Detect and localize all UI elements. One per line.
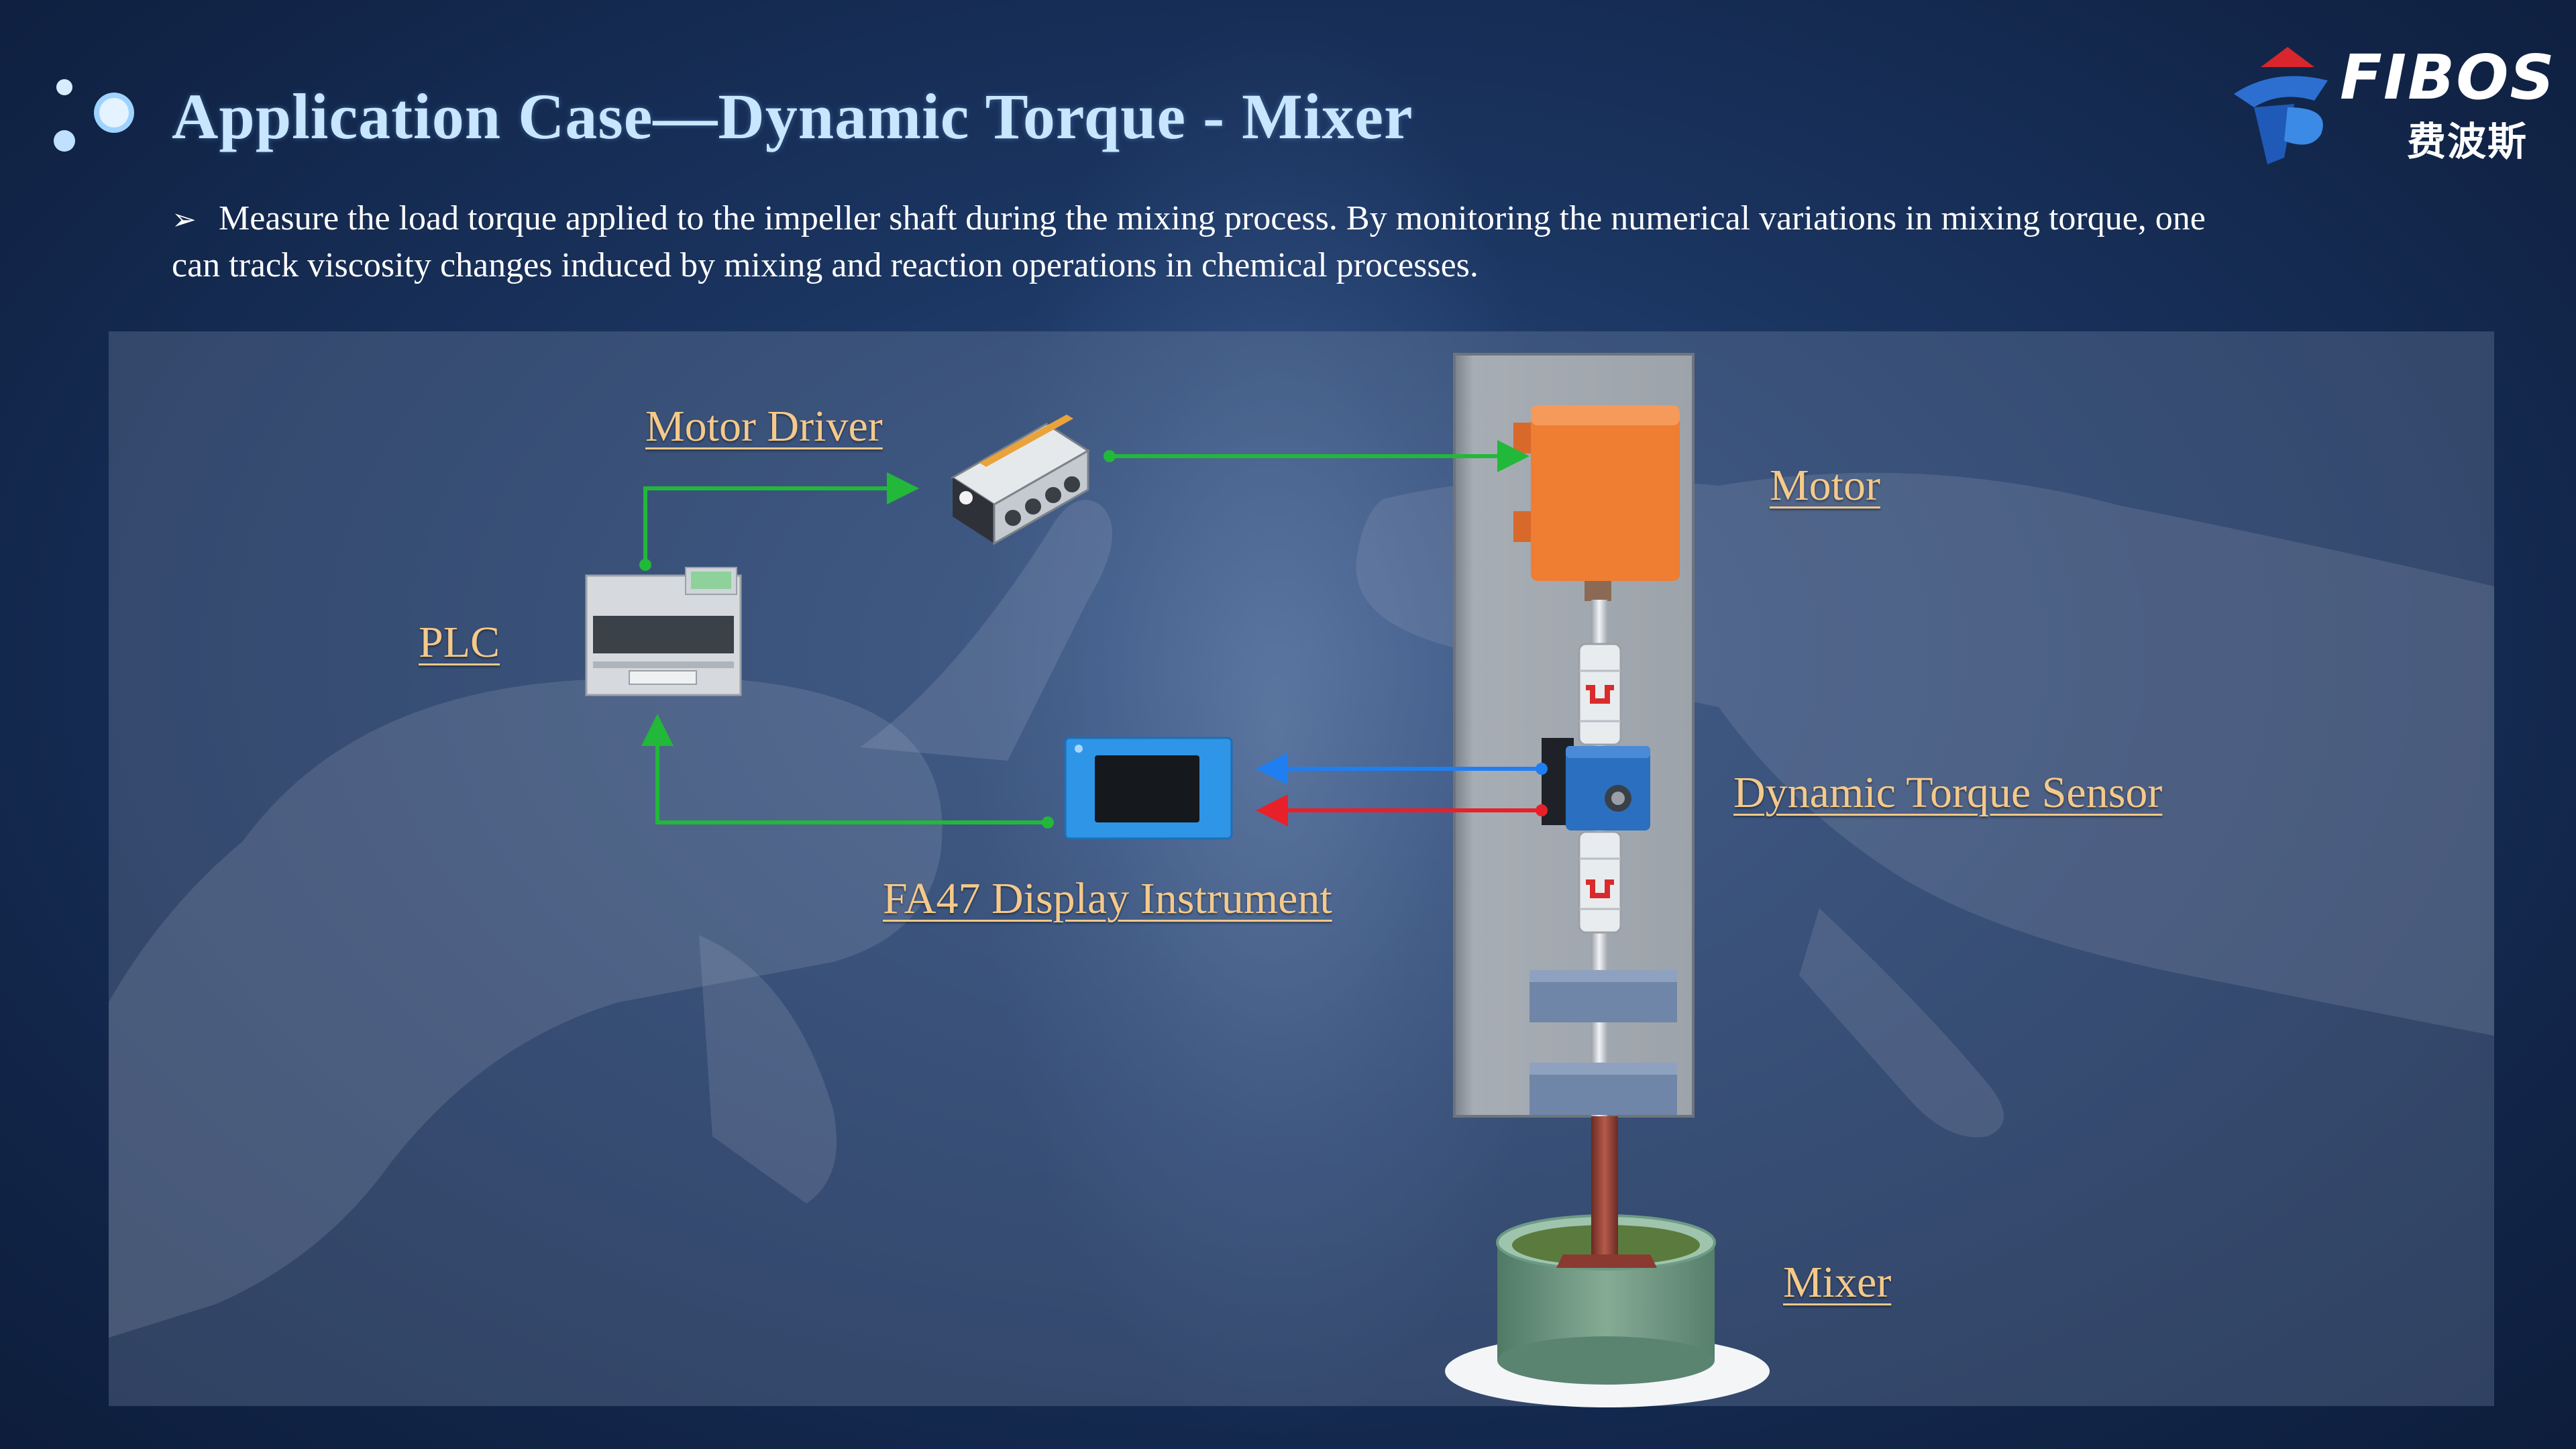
description-bullet: ➢Measure the load torque applied to the … <box>172 196 2224 288</box>
label-motor: Motor <box>1770 461 1880 510</box>
title-dots-icon <box>54 79 134 152</box>
diagram-panel <box>109 331 2494 1406</box>
lower-coupling <box>1578 830 1622 934</box>
bullet-arrow-icon: ➢ <box>172 203 197 237</box>
logo-chinese-name: 费波斯 <box>2407 119 2528 164</box>
bearing-block-upper <box>1529 970 1677 1022</box>
description-text: Measure the load torque applied to the i… <box>172 199 2206 284</box>
mixer-illustration <box>1445 1116 1770 1407</box>
connection-lines <box>639 440 1548 828</box>
page-title: Application Case—Dynamic Torque - Mixer <box>172 80 1413 152</box>
link-display-to-plc <box>641 714 1048 824</box>
label-plc: PLC <box>419 618 500 667</box>
motor-driver-illustration <box>951 415 1090 545</box>
plc-illustration <box>585 567 742 696</box>
motor-illustration <box>1513 405 1680 601</box>
link-plc-to-driver <box>643 472 919 565</box>
upper-coupling <box>1578 643 1622 746</box>
fa47-display-illustration <box>1064 737 1233 840</box>
logo-wordmark: FIBOS <box>2340 42 2556 113</box>
label-fa47-display-instrument: FA47 Display Instrument <box>883 874 1332 923</box>
label-dynamic-torque-sensor: Dynamic Torque Sensor <box>1733 768 2163 817</box>
label-motor-driver: Motor Driver <box>645 402 883 451</box>
label-mixer: Mixer <box>1783 1258 1892 1307</box>
bearing-block-lower <box>1529 1063 1677 1115</box>
background-hands-illustration <box>109 472 2494 1338</box>
dynamic-torque-sensor-illustration <box>1542 738 1650 830</box>
fibos-logo-icon <box>2234 47 2328 164</box>
